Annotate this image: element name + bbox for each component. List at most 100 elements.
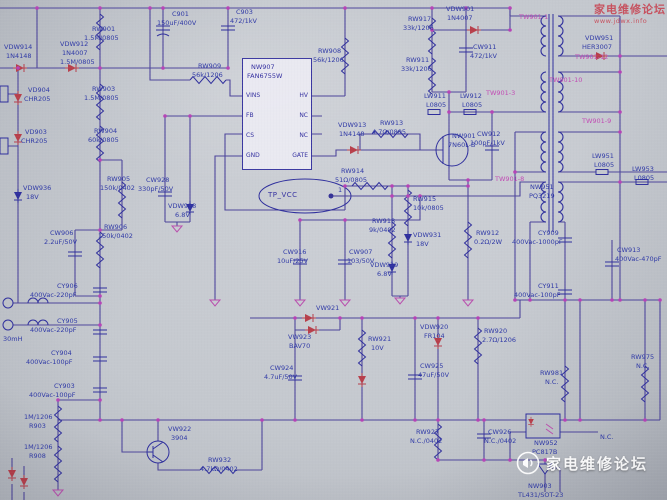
component-label: VDW913 <box>338 121 367 129</box>
component-label: N.C. <box>636 362 650 370</box>
component-label: 10V <box>371 344 384 352</box>
component-label: L0805 <box>594 161 615 169</box>
component-label: RW904 <box>94 127 118 135</box>
component-label: 2.2uF/50V <box>44 238 78 246</box>
component-label: CHR205 <box>24 95 51 103</box>
mosfet-nw901-symbol <box>435 130 469 168</box>
component-label: 33k/1206 <box>403 24 434 32</box>
component-label: 1N4007 <box>447 14 473 22</box>
component-label: NW951 <box>530 183 554 191</box>
component-label: TW901-10 <box>549 76 583 84</box>
component-label: NW903 <box>528 482 552 490</box>
component-label: N.C./0402 <box>410 437 443 445</box>
component-label: 1N4148 <box>339 130 365 138</box>
component-label: RW908 <box>318 47 342 55</box>
component-label: 10uF/25V <box>277 257 309 265</box>
component-label: TW901-12 <box>575 53 609 61</box>
forum-watermark-text: 家电维修论坛 <box>546 454 649 473</box>
component-label: VDW914 <box>4 43 33 51</box>
component-label: RW915 <box>413 195 437 203</box>
component-label: 0.2Ω/2W <box>474 238 503 246</box>
component-label: 400Vac-1000pF <box>512 238 563 246</box>
component-label: LW911 <box>424 92 446 100</box>
component-label: VDW929 <box>370 261 399 269</box>
component-label: RW903 <box>92 85 116 93</box>
component-label: 18V <box>26 193 39 201</box>
component-label: 400Vac-470pF <box>615 255 662 263</box>
component-label: VDW920 <box>420 323 449 331</box>
component-label: RW914 <box>341 167 365 175</box>
component-label: VDW931 <box>413 231 442 239</box>
component-label: 1.5M/0805 <box>84 94 119 102</box>
component-label: 4.7uF/50V <box>264 373 298 381</box>
transformer-tw901 <box>540 14 564 232</box>
component-label: 60k/0805 <box>88 136 119 144</box>
component-label: VDW912 <box>60 40 89 48</box>
component-label: L0805 <box>426 101 447 109</box>
component-label: 18V <box>416 240 429 248</box>
tl431-nw903-symbol <box>537 463 553 475</box>
component-label: CW907 <box>349 248 373 256</box>
component-label: CW924 <box>270 364 294 372</box>
component-label: RW913 <box>380 119 404 127</box>
component-label: VW921 <box>316 304 340 312</box>
component-label: VW922 <box>168 425 192 433</box>
component-label: 51Ω/0805 <box>335 176 367 184</box>
component-label: 400Vac-100pF <box>514 291 561 299</box>
ic-pin-gate-label: GATE <box>292 152 308 159</box>
component-label: RW932 <box>208 456 232 464</box>
component-label: 400Vac-220pF <box>30 291 77 299</box>
component-label: 9k/0402 <box>369 226 396 234</box>
testpoint-label: TP_VCC <box>268 191 298 199</box>
megaphone-icon <box>516 451 540 475</box>
component-label: L0805 <box>462 101 483 109</box>
component-label: CY905 <box>57 317 78 325</box>
inductor-bead-symbols <box>27 109 649 326</box>
component-label: NW901 <box>452 132 476 140</box>
component-label: BAV70 <box>289 342 311 350</box>
top-watermark-text: 家电维修论坛 <box>594 3 666 16</box>
component-label: RW905 <box>107 175 131 183</box>
component-label: 150k/0402 <box>98 232 133 240</box>
component-label: 1M/1206 <box>24 413 53 421</box>
component-label: TW901-1 <box>519 13 549 21</box>
component-label: CW925 <box>420 362 444 370</box>
component-label: 103/50V <box>347 257 375 265</box>
component-label: 1N4148 <box>6 52 32 60</box>
component-label: 4.7Ω/0805 <box>372 128 407 136</box>
component-label: 150k/0402 <box>100 184 135 192</box>
component-label: CHR205 <box>21 137 48 145</box>
component-label: 1 <box>338 186 343 194</box>
top-watermark-url: www.jdwx.info <box>594 17 648 25</box>
component-label: 472/1kV <box>230 17 257 25</box>
component-label: 7N60L-B <box>448 141 476 149</box>
component-label: CW906 <box>50 229 74 237</box>
junction-dots <box>16 6 662 462</box>
component-label: RW975 <box>631 353 655 361</box>
capacitor-symbols <box>67 25 620 439</box>
component-label: 3904 <box>171 434 188 442</box>
component-label: VD904 <box>28 86 50 94</box>
component-label: RW927 <box>416 428 440 436</box>
component-label: CW913 <box>617 246 641 254</box>
component-label: LW912 <box>460 92 482 100</box>
component-label: TW901-9 <box>582 117 612 125</box>
component-label: 56k/1206 <box>313 56 344 64</box>
component-label: 1N4007 <box>62 49 88 57</box>
component-label: CY906 <box>57 282 78 290</box>
component-label: N.C. <box>545 378 559 386</box>
component-label: C901 <box>172 10 189 18</box>
component-label: C903 <box>236 8 253 16</box>
ic-part-number: FAN6755W <box>247 72 283 80</box>
component-label: RW921 <box>368 335 392 343</box>
ic-pin-gnd-label: GND <box>246 152 260 159</box>
component-label: CW912 <box>477 130 501 138</box>
component-label: RW917 <box>408 15 432 23</box>
component-label: RW920 <box>484 327 508 335</box>
ic-pin-hv-label: HV <box>299 92 308 99</box>
component-label: VDW951 <box>585 34 614 42</box>
component-label: RW912 <box>476 229 500 237</box>
component-label: TW901-3 <box>486 89 516 97</box>
wires <box>0 7 667 500</box>
